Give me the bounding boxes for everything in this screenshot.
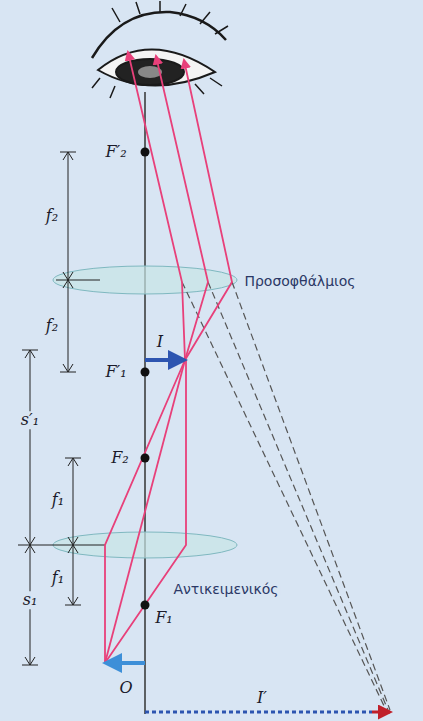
dimension-marks	[18, 152, 105, 665]
object-label: O	[117, 679, 134, 697]
dimension-label: f₁	[50, 491, 66, 509]
dimension-label: f₂	[44, 207, 60, 225]
final-image-tip	[372, 711, 390, 714]
focal-point-label: F′₁	[103, 363, 128, 381]
dimension-label: f₁	[50, 569, 66, 587]
object-arrow	[106, 661, 145, 665]
focal-point-label: F₁	[153, 609, 175, 627]
focal-point-label: F′₂	[103, 143, 128, 161]
optical-axis	[144, 92, 146, 714]
dimension-label: s₁	[21, 591, 40, 609]
virtual-rays	[182, 282, 390, 710]
focal-points	[141, 148, 150, 610]
image-label: I	[155, 333, 165, 351]
lens-name: Προσοφθάλμιος	[242, 274, 357, 289]
intermediate-image-arrow	[145, 358, 184, 362]
lens-name: Αντικειμενικός	[171, 582, 280, 597]
image-label: I′	[255, 689, 269, 707]
eyepiece-lens	[53, 266, 237, 294]
final-image-arrow	[145, 711, 372, 714]
dimension-label: f₂	[44, 317, 60, 335]
eye	[92, 1, 228, 98]
focal-point-label: F₂	[109, 449, 131, 467]
dimension-label: s′₁	[19, 411, 41, 429]
